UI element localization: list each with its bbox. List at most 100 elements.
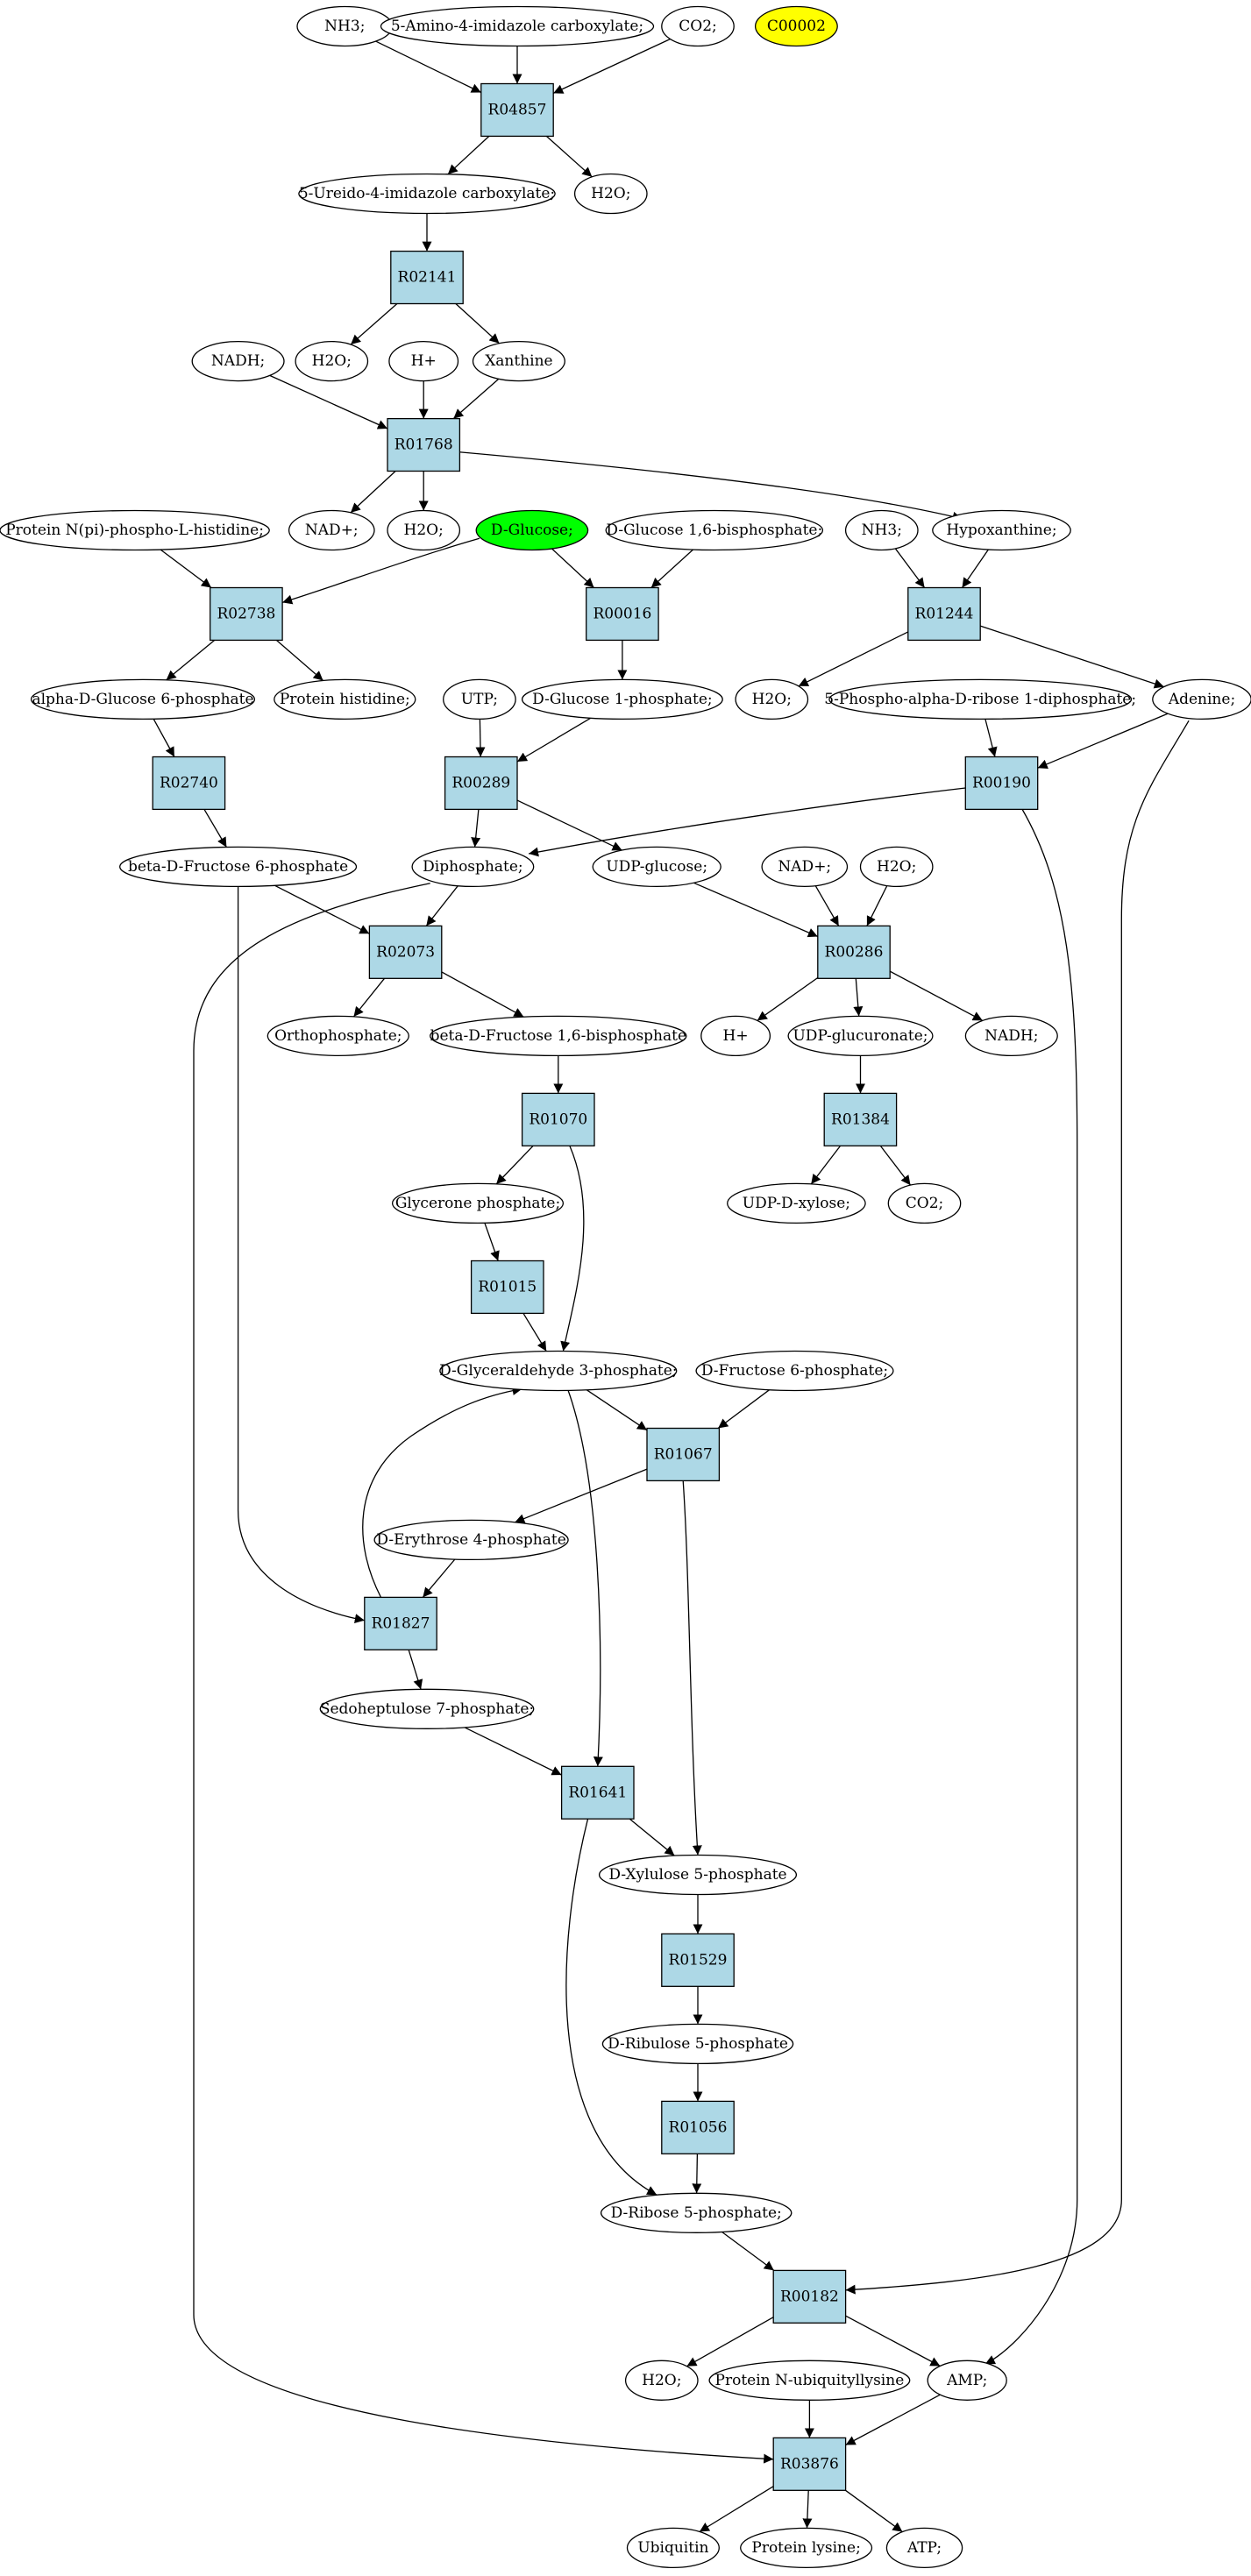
reaction-node[interactable]: R03876 [772,2437,847,2491]
reaction-node[interactable]: R04857 [480,82,554,138]
reaction-box [368,925,443,979]
compound-node[interactable]: H2O; [735,678,809,720]
edge-R01067-to-ery4p [515,1468,648,1523]
compound-node[interactable]: H2O; [573,173,648,215]
compound-label: beta-D-Fructose 1,6-bisphosphate [430,1027,686,1045]
reaction-node[interactable]: R01056 [661,2100,735,2154]
reaction-node[interactable]: R01529 [661,1933,735,1987]
compound-node[interactable]: UDP-glucose; [592,846,721,888]
compound-node[interactable]: D-Glyceraldehyde 3-phosphate; [439,1350,677,1392]
compound-label: Orthophosphate; [274,1027,402,1045]
edge-bfru6p-to-R01827 [237,886,365,1624]
compound-node[interactable]: Protein N(pi)-phospho-L-histidine; [0,509,270,551]
compound-node[interactable]: CO2; [887,1182,962,1224]
compound-shape [887,1182,962,1224]
compound-label: NADH; [211,352,265,370]
reaction-node[interactable]: R01384 [823,1092,898,1146]
compound-shape [388,340,459,382]
compound-shape [859,846,934,888]
compound-node[interactable]: CO2; [661,5,735,47]
compound-node[interactable]: D-Erythrose 4-phosphate [373,1519,569,1561]
compound-node[interactable]: H+ [388,340,459,382]
compound-node[interactable]: H2O; [295,340,369,382]
compound-node[interactable]: Protein lysine; [740,2527,873,2569]
compound-node[interactable]: D-Glucose; [475,509,589,551]
compound-node[interactable]: Adenine; [1152,678,1251,720]
reaction-label: R01384 [831,1111,890,1128]
edge-prot_nphis-to-R02738 [160,549,212,589]
compound-node[interactable]: AMP; [927,2360,1007,2401]
reaction-label: R00182 [780,2288,839,2305]
reaction-node[interactable]: R01015 [470,1260,544,1315]
edge-R00286-to-nadh_b [889,970,984,1021]
compound-node[interactable]: D-Fructose 6-phosphate; [695,1350,894,1392]
compound-label: D-Ribose 5-phosphate; [611,2204,782,2222]
compound-node[interactable]: NADH; [964,1015,1058,1057]
compound-node[interactable]: UDP-glucuronate; [787,1015,934,1057]
edge-R02073-to-orthophos [352,977,386,1018]
compound-node[interactable]: NH3; [296,5,394,47]
compound-node[interactable]: Ubiquitin [626,2527,720,2569]
compound-node[interactable]: beta-D-Fructose 1,6-bisphosphate [430,1015,687,1057]
compound-node[interactable]: NH3; [844,509,919,551]
compound-node[interactable]: Hypoxanthine; [932,509,1071,551]
compound-node[interactable]: Protein N-ubiquityllysine [708,2360,911,2401]
reaction-node[interactable]: R01768 [387,417,461,472]
reaction-node[interactable]: R01827 [364,1596,437,1650]
reaction-node[interactable]: R01641 [560,1765,635,1820]
compound-node[interactable]: NAD+; [761,846,849,888]
compound-node[interactable]: beta-D-Fructose 6-phosphate [119,846,358,888]
compound-node[interactable]: ATP; [885,2527,963,2569]
compound-node[interactable]: H2O; [624,2360,699,2401]
compound-node[interactable]: 5-Amino-4-imidazole carboxylate; [380,5,655,47]
compound-node[interactable]: H+ [700,1015,771,1057]
reaction-box [210,586,283,642]
compound-node[interactable]: UTP; [443,678,516,720]
reaction-label: R03876 [780,2455,839,2473]
compound-label: UTP; [461,691,498,708]
compound-node[interactable]: D-Ribulose 5-phosphate [601,2023,794,2065]
edge-aglc6p-to-R02740 [153,718,175,757]
compound-label: Sedoheptulose 7-phosphate; [320,1700,534,1718]
compound-node[interactable]: 5-Ureido-4-imidazole carboxylate; [298,173,556,215]
compound-node[interactable]: H2O; [859,846,934,888]
compound-node[interactable]: NADH; [191,340,285,382]
compound-shape [735,678,809,720]
reaction-node[interactable]: R00289 [444,756,518,811]
compound-node[interactable]: Glycerone phosphate; [391,1182,565,1224]
reaction-node[interactable]: R02740 [152,756,226,811]
reaction-node[interactable]: R01067 [646,1427,721,1482]
compound-node[interactable]: alpha-D-Glucose 6-phosphate [30,678,256,720]
compound-shape [754,5,838,47]
compound-label: Protein lysine; [751,2539,860,2557]
reaction-node[interactable]: R02141 [390,250,464,305]
compound-node[interactable]: NAD+; [288,509,375,551]
reaction-node[interactable]: R00182 [772,2269,847,2324]
reaction-node[interactable]: R01244 [907,586,981,642]
compound-node[interactable]: UDP-D-xylose; [727,1182,866,1224]
nodes-layer: NH3;5-Amino-4-imidazole carboxylate;CO2;… [0,5,1251,2569]
compound-label: H2O; [752,691,792,708]
reaction-node[interactable]: R01070 [521,1092,595,1146]
reaction-node[interactable]: R00286 [817,925,891,979]
compound-node[interactable]: D-Xylulose 5-phosphate [598,1854,798,1896]
compound-node[interactable]: Sedoheptulose 7-phosphate; [319,1688,535,1729]
compound-node[interactable]: H2O; [387,509,461,551]
compound-node[interactable]: Diphosphate; [411,846,535,888]
reaction-node[interactable]: R02073 [368,925,443,979]
reaction-node[interactable]: R00190 [964,756,1039,811]
compound-node[interactable]: D-Glucose 1-phosphate; [521,678,723,720]
compound-node[interactable]: Xanthine [472,340,565,382]
compound-node[interactable]: D-Glucose 1,6-bisphosphate; [605,509,824,551]
reaction-node[interactable]: R00016 [586,586,659,642]
compound-node[interactable]: Protein histidine; [274,678,416,720]
reaction-box [661,1933,735,1987]
compound-node[interactable]: C00002 [754,5,838,47]
reaction-node[interactable]: R02738 [210,586,283,642]
compound-label: NAD+; [778,858,831,876]
compound-shape [740,2527,873,2569]
compound-node[interactable]: 5-Phospho-alpha-D-ribose 1-diphosphate; [824,678,1136,720]
edge-R01827-to-g3p [362,1386,522,1598]
compound-node[interactable]: D-Ribose 5-phosphate; [600,2192,793,2233]
compound-node[interactable]: Orthophosphate; [267,1015,409,1057]
